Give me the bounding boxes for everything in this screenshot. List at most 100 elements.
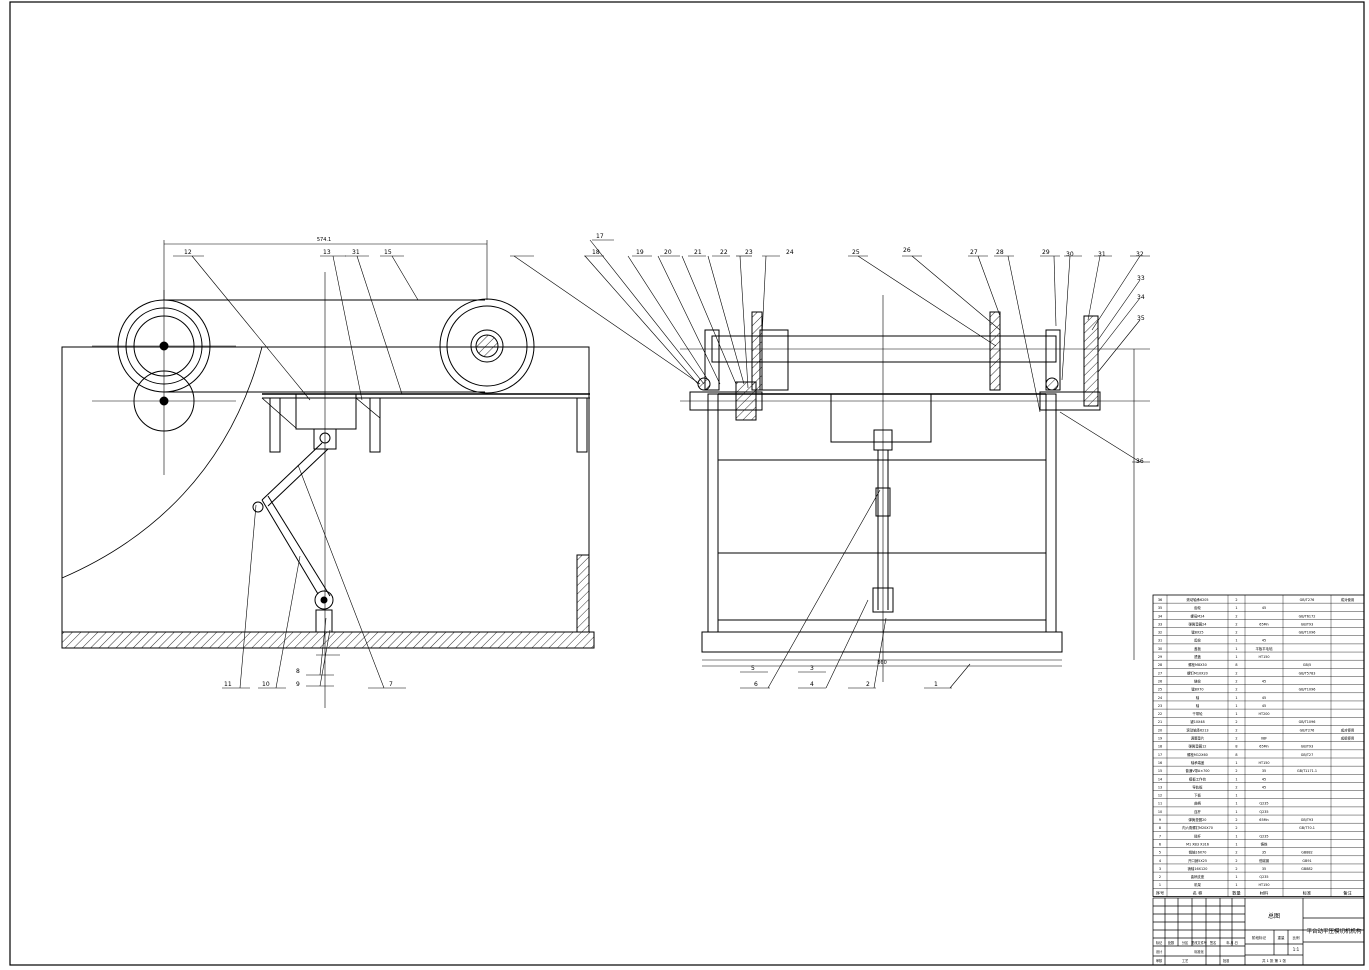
bom-cell: 21	[1158, 720, 1162, 724]
bom-cell: HT150	[1258, 761, 1269, 765]
bom-cell: 链轮	[1194, 678, 1201, 683]
bom-cell: 6	[1159, 842, 1161, 846]
bom-cell: 23	[1158, 704, 1162, 708]
bom-cell: 螺钉M10X20	[1187, 670, 1208, 675]
bom-cell: 2	[1235, 867, 1237, 871]
title-scale-label: 比例	[1293, 935, 1301, 940]
balloon-7: 7	[389, 681, 393, 688]
bom-cell: 45	[1262, 704, 1266, 708]
bom-cell: 2	[1235, 728, 1237, 732]
balloon-5: 5	[751, 665, 755, 672]
bom-cell: 1	[1235, 875, 1237, 879]
bom-cell: 摇杆	[1194, 833, 1201, 838]
bom-cell: 2	[1235, 720, 1237, 724]
title-mark-1: 处数	[1168, 940, 1175, 945]
bom-cell: Q235	[1259, 802, 1268, 806]
balloon-10: 10	[262, 681, 270, 688]
bom-cell: 16	[1158, 761, 1162, 765]
title-mark-2: 分区	[1182, 940, 1189, 945]
bom-cell: 弹簧垫圈20	[1189, 817, 1207, 822]
title-block	[1152, 897, 1365, 966]
bom-cell: 5	[1159, 851, 1161, 855]
bom-cell: 2	[1235, 622, 1237, 626]
bom-cell: 螺母M24	[1190, 613, 1204, 618]
bom-cell: GB/T6172	[1299, 614, 1316, 618]
bom-cell: GB/T1096	[1299, 688, 1316, 692]
title-role-0: 设计	[1156, 949, 1163, 954]
bom-header-cell: 数量	[1232, 889, 1240, 896]
bom-cell: 35	[1262, 867, 1266, 871]
bom-cell: GB/T1096	[1299, 720, 1316, 724]
bom-header-cell: 备注	[1343, 889, 1352, 896]
bom-cell: 24	[1158, 696, 1162, 700]
bom-cell: 曲柄支座	[1191, 874, 1205, 879]
balloon-28: 28	[996, 249, 1004, 256]
balloon-35: 35	[1137, 315, 1145, 322]
bom-cell: 键8X70	[1191, 687, 1203, 692]
bom-cell: 开口销5X25	[1188, 858, 1207, 863]
bom-cell: 1	[1235, 704, 1237, 708]
bom-cell: 内六角螺钉M20X70	[1182, 825, 1213, 830]
balloon-22: 22	[720, 249, 728, 256]
title-role-4: 批准	[1223, 958, 1230, 963]
bom-cell: 2	[1159, 875, 1161, 879]
bom-cell: 1	[1235, 647, 1237, 651]
bom-cell: 2	[1235, 598, 1237, 602]
balloon-4: 4	[810, 681, 814, 688]
bom-cell: 平板平毛毡	[1256, 646, 1274, 651]
bom-cell: 18	[1158, 745, 1162, 749]
bom-cell: 29	[1158, 655, 1162, 659]
bom-cell: 2	[1235, 826, 1237, 830]
bom-cell: 3	[1159, 867, 1161, 871]
title-weight-label: 重量	[1278, 935, 1286, 940]
title-mark-0: 标记	[1156, 940, 1163, 945]
bom-cell: 12	[1158, 794, 1162, 798]
bom-cell: 10	[1158, 810, 1162, 814]
bom-cell: 滚动轴承6205	[1186, 597, 1208, 602]
bom-cell: 导轨板	[1192, 784, 1203, 789]
bom-cell: HT150	[1258, 655, 1269, 659]
title-mark-4: 签名	[1210, 940, 1216, 945]
bom-cell: 27	[1158, 671, 1162, 675]
bom-cell: 08F	[1261, 737, 1267, 741]
right-balloons: 17 18 19 20 21 22 23 24 25 26 27 28 29 3…	[592, 233, 1145, 688]
bom-cell: Q235	[1259, 834, 1268, 838]
bom-cell: 14	[1158, 777, 1162, 781]
bom-cell: 2	[1235, 737, 1237, 741]
bom-cell: 25	[1158, 688, 1162, 692]
balloon-31-left: 31	[352, 249, 360, 256]
bom-cell: 成组使用	[1341, 736, 1355, 741]
bom-cell: 透盖	[1194, 654, 1201, 659]
bom-cell: 1	[1235, 761, 1237, 765]
bom-cell: HT150	[1258, 883, 1269, 887]
bom-cell: 2	[1235, 818, 1237, 822]
bom-cell: 1	[1235, 834, 1237, 838]
bom-cell: 成对使用	[1341, 727, 1355, 732]
bom-cell: GB/T276	[1300, 598, 1315, 602]
balloon-12: 12	[184, 249, 192, 256]
title-company: 平台动平压模切机机构	[1306, 927, 1362, 935]
bom-cell: GB/T1096	[1299, 631, 1316, 635]
bom-cell: 2	[1235, 671, 1237, 675]
bom-cell: 齿轮	[1194, 605, 1201, 610]
bom-cell: 15	[1158, 769, 1162, 773]
bom-cell: 9	[1159, 818, 1161, 822]
left-balloons: 12 13 31 15 11 10 8 9 7	[184, 249, 393, 688]
bom-cell: 1	[1235, 842, 1237, 846]
bom-cell: 1	[1235, 606, 1237, 610]
balloon-3: 3	[810, 665, 814, 672]
bom-cell: 8	[1235, 753, 1237, 757]
left-view	[61, 240, 595, 708]
bom-cell: GB/T27	[1301, 753, 1313, 757]
bom-cell: 1	[1235, 777, 1237, 781]
bom-cell: 65Mn	[1259, 745, 1268, 749]
title-role-1: 标准化	[1194, 949, 1204, 954]
bom-cell: GB/T276	[1300, 728, 1315, 732]
balloon-18: 18	[592, 249, 600, 256]
title-sheets: 共 1 张 第 1 张	[1262, 958, 1287, 963]
balloon-30: 30	[1066, 251, 1074, 258]
bom-cell: GB/T93	[1301, 622, 1313, 626]
bom-cell: 轴	[1196, 703, 1200, 708]
